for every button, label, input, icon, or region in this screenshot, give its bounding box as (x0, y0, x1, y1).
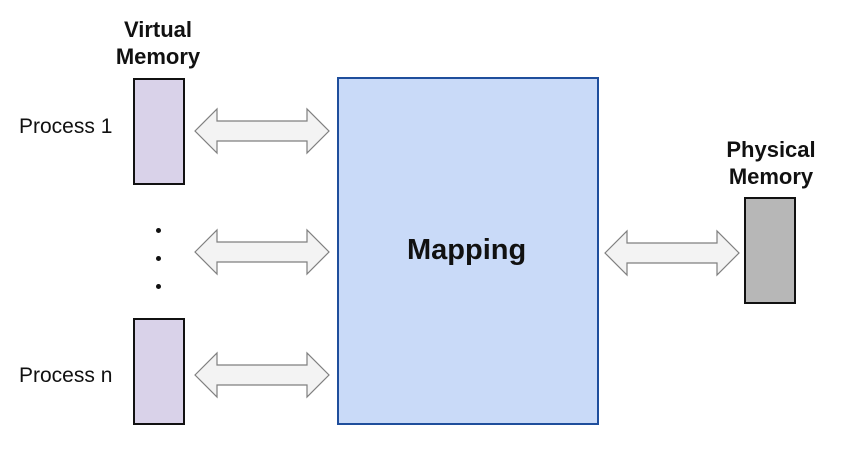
ellipsis-dot-1 (156, 228, 161, 233)
physical-memory-title-line2: Memory (728, 164, 814, 189)
ellipsis-dot-3 (156, 284, 161, 289)
process-n-virtual-memory-box (133, 318, 185, 425)
virtual-memory-title: Virtual Memory (108, 16, 208, 70)
virtual-memory-title-line1: Virtual (123, 17, 193, 42)
process-n-label: Process n (19, 364, 113, 387)
arrow-middle-process-to-mapping (194, 229, 330, 275)
arrow-process-1-to-mapping (194, 108, 330, 154)
arrow-mapping-to-physical-memory (604, 230, 740, 276)
mapping-label: Mapping (407, 234, 527, 266)
mapping-box (337, 77, 599, 425)
ellipsis-dot-2 (156, 256, 161, 261)
virtual-memory-title-line2: Memory (115, 44, 201, 69)
process-1-label: Process 1 (19, 115, 113, 138)
physical-memory-title-line1: Physical (726, 137, 816, 162)
process-1-virtual-memory-box (133, 78, 185, 185)
arrow-process-n-to-mapping (194, 352, 330, 398)
physical-memory-title: Physical Memory (713, 136, 829, 190)
physical-memory-box (744, 197, 796, 304)
